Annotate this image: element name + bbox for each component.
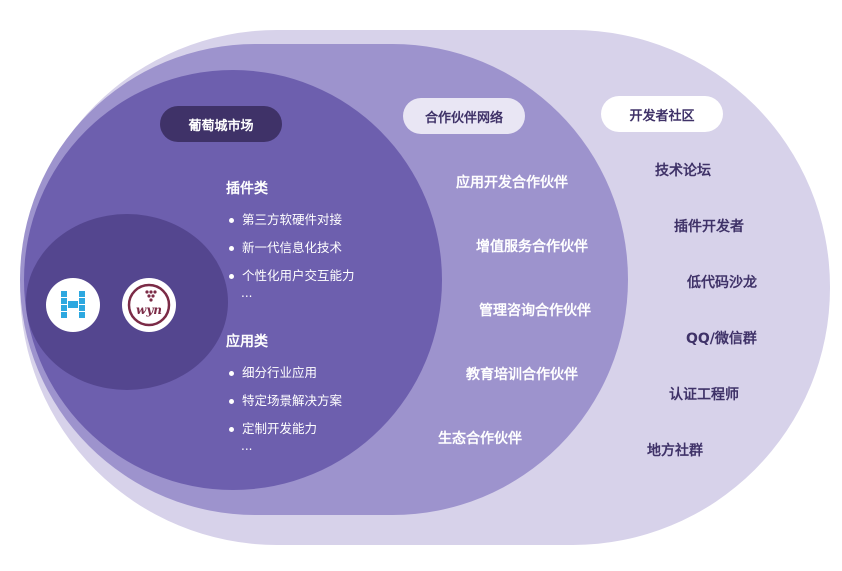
partner-item: 教育培训合作伙伴 [466,367,578,383]
app-item: 细分行业应用 [229,362,317,381]
community-item: 认证工程师 [669,387,739,403]
bullet-icon [229,371,234,376]
wyn-logo-icon: wyn [127,283,171,327]
partner-item: 应用开发合作伙伴 [456,175,568,191]
partner-item: 管理咨询合作伙伴 [479,303,591,319]
partner-item: 生态合作伙伴 [438,431,522,447]
h-logo-icon [61,291,85,318]
developer-community-label: 开发者社区 [601,96,723,132]
bullet-icon [229,246,234,251]
grapecity-market-label: 葡萄城市场 [160,106,282,142]
bullet-icon [229,427,234,432]
community-item: 地方社群 [647,443,703,459]
partner-item: 增值服务合作伙伴 [476,239,588,255]
plugin-item: 第三方软硬件对接 [229,209,342,228]
app-category-title: 应用类 [226,334,268,350]
community-item: 插件开发者 [674,219,744,235]
plugin-category-title: 插件类 [226,181,268,197]
wyn-logo: wyn [122,278,176,332]
community-item: 低代码沙龙 [687,275,757,291]
community-item: QQ/微信群 [686,331,757,347]
plugin-item: 新一代信息化技术 [229,237,342,256]
plugin-item: 个性化用户交互能力 [229,265,355,284]
app-more: ... [241,439,253,453]
h-logo [46,278,100,332]
wyn-logo-text: wyn [136,303,162,317]
app-item: 特定场景解决方案 [229,390,342,409]
partner-network-label: 合作伙伴网络 [403,98,525,134]
bullet-icon [229,218,234,223]
app-item: 定制开发能力 [229,418,317,437]
bullet-icon [229,274,234,279]
plugin-more: ... [241,286,253,300]
bullet-icon [229,399,234,404]
community-item: 技术论坛 [655,163,711,179]
